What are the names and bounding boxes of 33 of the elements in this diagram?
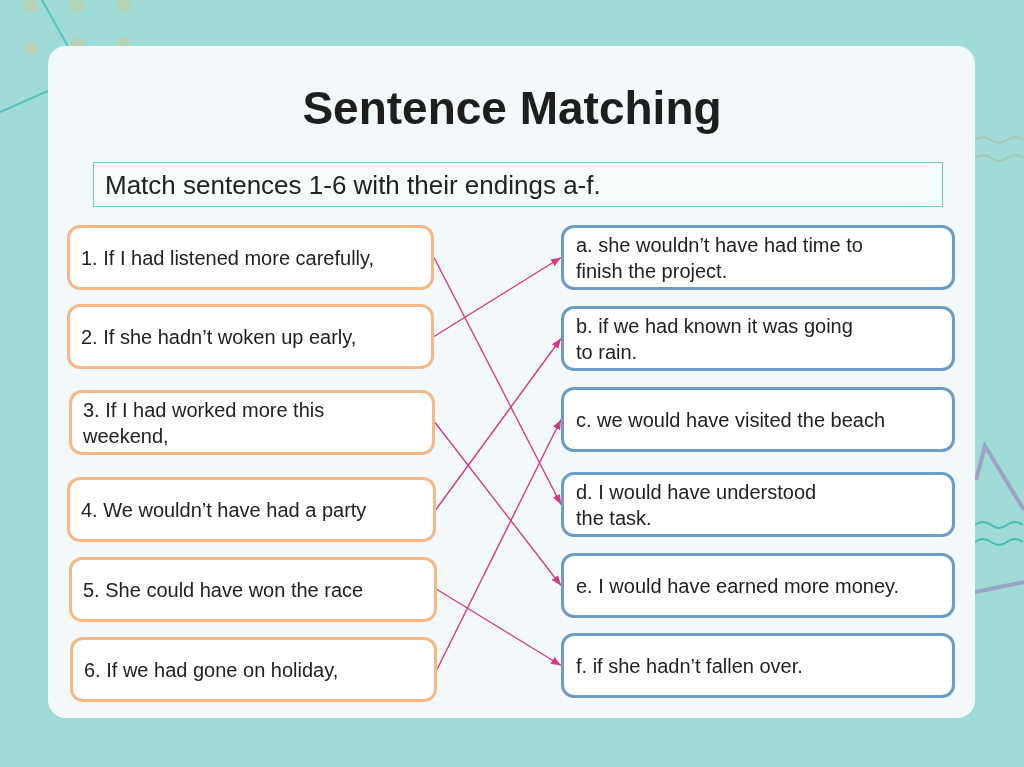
sentence-ending-box — [561, 472, 955, 537]
sentence-text: 5. She could have won the race — [83, 577, 364, 603]
sentence-start-box — [67, 477, 436, 542]
sentence-text: 2. If she hadn’t woken up early, — [81, 324, 357, 350]
sentence-ending-box — [561, 225, 955, 290]
sentence-text: d. I would have understood the task. — [576, 479, 818, 531]
sentence-text: a. she wouldn’t have had time to finish the project. — [576, 232, 864, 284]
arrow — [435, 337, 562, 511]
sentence-text: 3. If I had worked more this weekend, — [83, 397, 326, 449]
sentence-text: e. I would have earned more money. — [576, 573, 900, 599]
sentence-ending-box — [561, 553, 955, 618]
title: Sentence Matching — [302, 81, 722, 136]
sentence-start-box — [69, 557, 437, 622]
sentence-text: f. if she hadn’t fallen over. — [576, 653, 803, 679]
arrow — [436, 418, 562, 671]
sentence-start-box — [70, 637, 437, 702]
arrow — [433, 256, 562, 338]
sentence-text: 6. If we had gone on holiday, — [84, 657, 339, 683]
sentence-text: 4. We wouldn’t have had a party — [81, 497, 367, 523]
sentence-ending-box — [561, 633, 955, 698]
sentence-ending-box — [561, 306, 955, 371]
sentence-start-box — [67, 225, 434, 290]
arrow — [436, 588, 562, 667]
sentence-text: b. if we had known it was going to rain. — [576, 313, 854, 365]
sentence-text: 1. If I had listened more carefully, — [81, 245, 375, 271]
sentence-start-box — [67, 304, 434, 369]
sentence-text: c. we would have visited the beach — [576, 407, 886, 433]
arrow — [433, 256, 562, 506]
arrow — [434, 421, 562, 587]
sentence-start-box — [69, 390, 435, 455]
instruction-text: Match sentences 1-6 with their endings a-f. — [105, 168, 601, 201]
instruction-box — [93, 162, 943, 207]
sentence-ending-box — [561, 387, 955, 452]
